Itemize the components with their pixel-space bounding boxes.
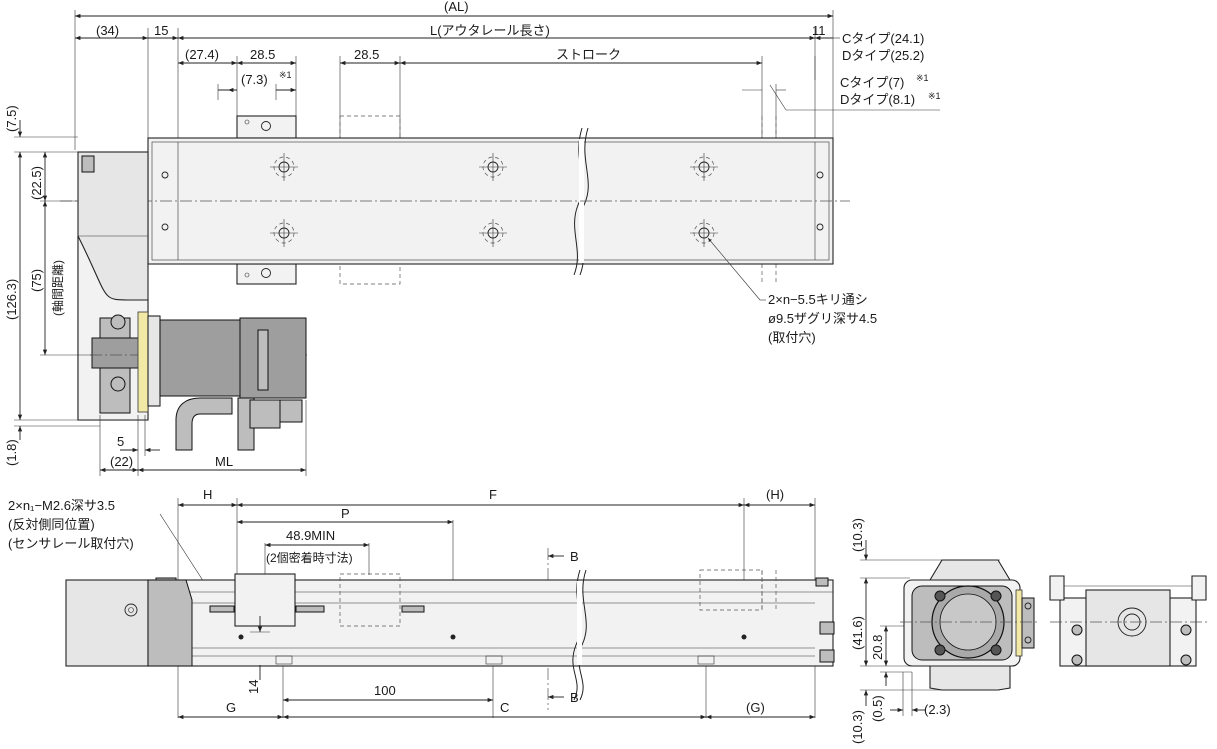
dim-41-6: (41.6) [850, 616, 865, 650]
dim-14: 14 [246, 680, 261, 694]
dim-h: H [203, 487, 212, 502]
dim-34: (34) [96, 23, 119, 38]
front-view: H F (H) P 48.9MIN (2個密着時寸法) B B 2×n₁−M2.… [8, 487, 835, 720]
dim-stroke: ストローク [556, 47, 621, 62]
label-c-type-b: Cタイプ(7) [840, 75, 904, 90]
label-contact-dim: (2個密着時寸法) [266, 550, 353, 565]
hole-note-line1: 2×n−5.5キリ通シ [768, 292, 868, 307]
dim-100: 100 [374, 683, 396, 698]
dim-0-5: (0.5) [870, 695, 885, 722]
dim-5: 5 [117, 434, 124, 449]
label-c-type-a: Cタイプ(24.1) [842, 31, 924, 46]
dim-g: G [226, 700, 236, 715]
dim-15: 15 [154, 23, 168, 38]
dim-7-3: (7.3) [241, 72, 268, 87]
dim-g-ref: (G) [746, 700, 765, 715]
note-mark-1: ※1 [279, 70, 292, 80]
section-b-bottom: B [570, 690, 579, 705]
dim-11: 11 [812, 23, 826, 38]
dim-75: (75) [29, 269, 44, 292]
dim-28-5-b: 28.5 [354, 47, 379, 62]
hole-note-line3: (取付穴) [768, 330, 816, 345]
dim-c: C [500, 700, 509, 715]
note-mark-c: ※1 [916, 73, 929, 83]
dim-ml: ML [215, 454, 233, 469]
dim-48-9-min: 48.9MIN [286, 528, 335, 543]
thread-note-line2: (反対側同位置) [8, 517, 95, 532]
label-d-type-b: Dタイプ(8.1) [840, 92, 915, 107]
dim-22: (22) [110, 454, 133, 469]
dim-1-8: (1.8) [4, 439, 19, 466]
hole-note-line2: ø9.5ザグリ深サ4.5 [768, 311, 877, 326]
label-d-type-a: Dタイプ(25.2) [842, 48, 924, 63]
label-axis-distance: (軸間距離) [51, 260, 65, 316]
dim-28-5-a: 28.5 [250, 47, 275, 62]
dim-7-5: (7.5) [4, 105, 19, 132]
top-view: (AL) (34) 15 L(アウタレール長さ) 11 Cタイプ(24.1) D… [4, 0, 941, 476]
dim-10-3-b: (10.3) [850, 710, 865, 744]
mounting-holes [270, 153, 718, 247]
dim-f: F [489, 487, 497, 502]
dim-2-3: (2.3) [924, 702, 951, 717]
dim-22-5: (22.5) [29, 166, 44, 200]
thread-note-line1: 2×n₁−M2.6深サ3.5 [8, 498, 115, 513]
end-view: (10.3) (41.6) 20.8 (0.5) (10.3) (2.3) [850, 518, 1210, 744]
section-b-top: B [570, 549, 579, 564]
dim-h-ref: (H) [766, 487, 784, 502]
thread-note-line3: (センサレール取付穴) [8, 536, 134, 551]
note-mark-d: ※1 [928, 91, 941, 101]
dim-126-3: (126.3) [4, 279, 19, 320]
dim-p: P [341, 506, 350, 521]
dim-10-3-a: (10.3) [850, 518, 865, 552]
dim-al: (AL) [444, 0, 469, 14]
dim-l: L(アウタレール長さ) [430, 23, 550, 38]
dim-20-8: 20.8 [870, 635, 885, 660]
dim-27-4: (27.4) [185, 47, 219, 62]
